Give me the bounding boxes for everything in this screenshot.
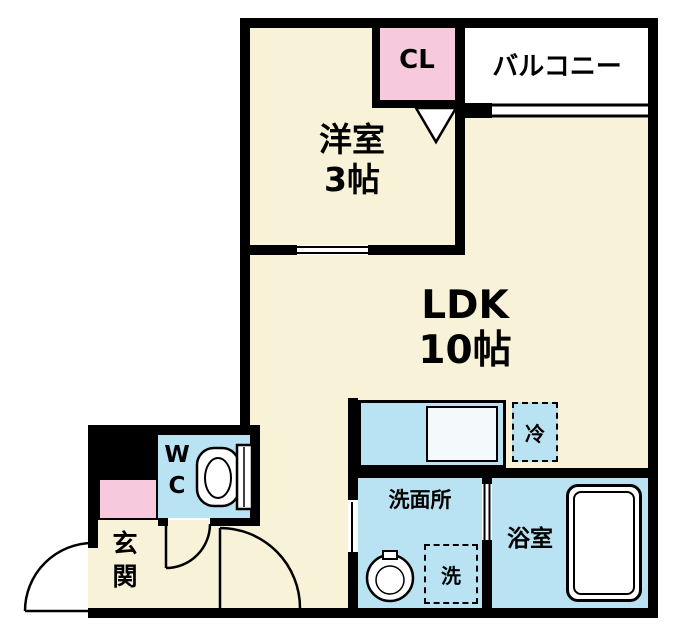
wall [158,425,250,435]
washing-machine-box: 洗 [424,544,478,604]
wall [348,398,358,500]
wall [372,100,465,108]
wall [240,18,250,430]
kitchen-sink [426,406,498,462]
refrigerator-box: 冷 [512,402,558,462]
wall [482,468,492,484]
wall [210,518,260,526]
western-room-label: 洋室 3帖 [262,120,442,199]
western-room-size: 3帖 [324,159,380,199]
pipe-space [88,425,158,478]
balcony-window [492,103,648,118]
entrance-doorway [88,548,98,608]
wc-label: W C [164,442,190,500]
wall [240,245,297,255]
wall [88,608,658,618]
western-room-name: 洋室 [319,120,385,159]
refrigerator-label: 冷 [525,421,545,446]
wall [348,468,658,478]
washroom-label: 洗面所 [388,488,452,512]
wall [240,18,658,28]
entrance-door [23,541,94,613]
closet-label: CL [399,45,435,75]
shoe-cabinet [98,478,158,520]
entrance-label: 玄 関 [112,529,138,591]
wall [648,18,658,618]
sliding-door-western [297,246,368,254]
ldk-name: LDK [421,283,509,328]
wall [88,425,98,548]
bathroom-door [483,484,491,540]
wall [482,540,492,608]
closet-cl [380,28,455,100]
bathtub-icon [566,484,642,602]
wall [372,18,380,108]
room-balcony [465,28,648,103]
ldk-size: 10帖 [418,327,512,373]
bathroom-label: 浴室 [507,526,553,552]
ldk-label: LDK 10帖 [375,283,555,374]
wall [250,425,260,525]
wall [158,518,168,526]
balcony-label: バルコニー [492,52,622,82]
wall [455,18,465,255]
entrance-door-arc [23,541,94,612]
washing-machine-label: 洗 [441,563,461,588]
wall [465,103,492,118]
wall [368,245,465,255]
bathtub-inner-line [573,491,635,595]
wall [348,552,358,608]
